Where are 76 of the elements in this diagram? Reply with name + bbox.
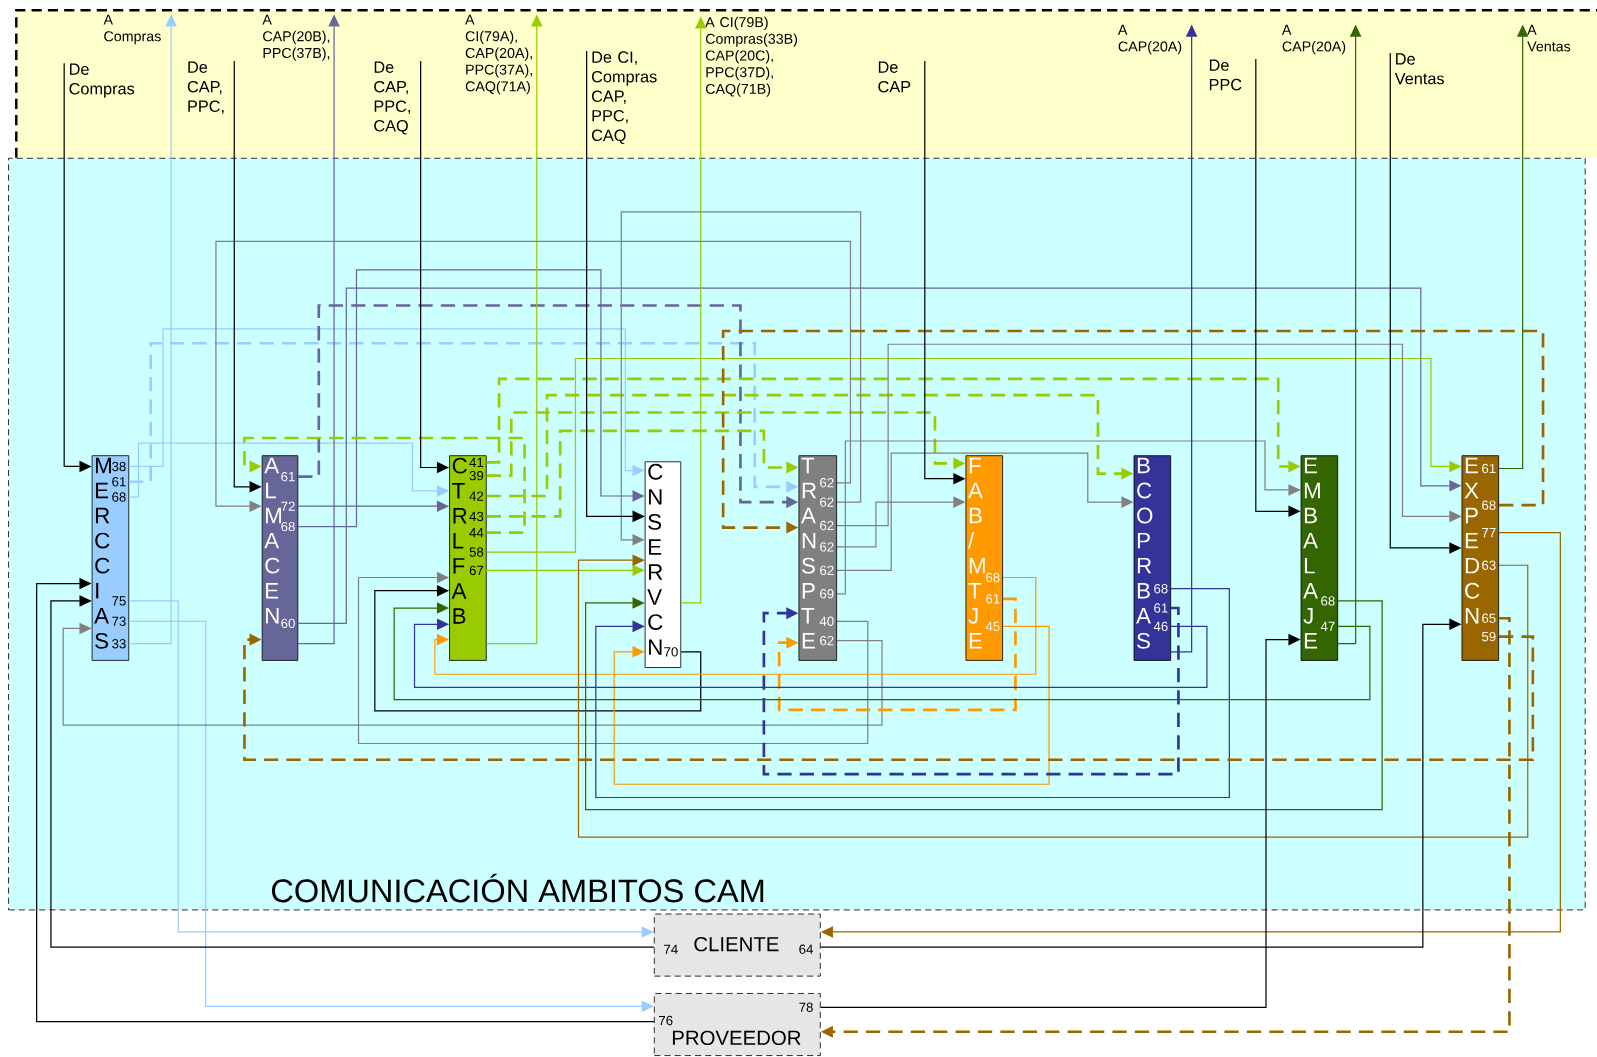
port-number: 65: [1482, 613, 1496, 623]
port-number: 61: [112, 477, 126, 487]
external-label: A Compras: [103, 14, 161, 45]
port-number: 62: [820, 520, 834, 531]
external-label: A CI(79B) Compras(33B) CAP(20C), PPC(37D), CAQ(71B): [705, 16, 798, 97]
port-number: 62: [820, 635, 834, 646]
port-number: 45: [985, 621, 1000, 631]
port-number: 60: [281, 618, 295, 628]
port-number: 62: [820, 478, 834, 488]
port-number: 43: [469, 511, 484, 521]
external-label: De CI, Compras CAP, PPC, CAQ: [592, 51, 657, 144]
port-number: 62: [820, 497, 834, 507]
port-number: 76: [659, 1015, 673, 1026]
connector-arrow: [762, 606, 1180, 776]
connector-arrow: [243, 633, 1535, 762]
connector-arrow: [413, 618, 1208, 688]
connector-arrow: [434, 576, 1037, 675]
port-number: 62: [820, 565, 834, 575]
port-number: 62: [820, 542, 834, 552]
external-label: A CAP(20A): [1281, 24, 1346, 55]
connector-arrow: [215, 240, 852, 512]
external-label: A CAP(20A): [1117, 24, 1182, 55]
port-number: 41: [469, 457, 484, 467]
port-number: 68: [986, 572, 1000, 583]
port-number: 68: [1321, 596, 1335, 606]
connector-arrow: [577, 554, 1529, 838]
external-label: De CAP, PPC, CAQ: [374, 61, 410, 135]
port-number: 47: [1320, 621, 1335, 631]
connector-arrow: [243, 436, 526, 534]
port-number: 61: [1154, 603, 1168, 613]
connector-arrow: [595, 588, 1230, 798]
port-number: 38: [112, 461, 126, 472]
connector-arrow: [585, 597, 1383, 811]
port-number: 46: [1153, 621, 1168, 631]
external-label: A CI(79A), CAP(20A), PPC(37A), CAQ(71A): [465, 14, 532, 95]
external-label: De CAP, PPC,: [187, 61, 224, 114]
port-number: 68: [281, 521, 295, 532]
port-number: 77: [1482, 528, 1496, 538]
port-number: 61: [986, 594, 1000, 604]
port-number: 63: [1482, 560, 1496, 570]
connector-arrow: [36, 577, 655, 1023]
port-number: 58: [469, 547, 484, 557]
port-number: 69: [820, 589, 834, 599]
port-number: 78: [799, 1002, 813, 1012]
port-number: 61: [1482, 463, 1496, 474]
port-number: 68: [1482, 500, 1496, 510]
port-number: 40: [819, 616, 834, 626]
external-label: De PPC: [1209, 59, 1242, 91]
port-number: 64: [799, 944, 813, 954]
connector-arrow: [393, 602, 1371, 701]
port-number: 33: [112, 638, 126, 649]
connector-arrow: [62, 622, 883, 726]
connector-arrow: [620, 211, 862, 546]
port-number: 73: [112, 616, 126, 626]
port-number: 70: [664, 647, 678, 657]
port-number: 75: [112, 596, 126, 606]
port-number: 59: [1482, 631, 1496, 642]
connector-arrow: [374, 584, 702, 712]
port-number: 68: [1154, 583, 1168, 594]
external-label: A Ventas: [1527, 24, 1571, 52]
connector-arrow: [777, 597, 1017, 712]
external-label: De Ventas: [1394, 53, 1444, 85]
connector-arrow: [357, 571, 869, 744]
external-label: De CAP: [878, 61, 911, 93]
port-number: 67: [469, 565, 484, 575]
port-number: 44: [469, 528, 484, 538]
external-label: De Compras: [69, 63, 135, 98]
external-label: A CAP(20B), PPC(37B),: [262, 14, 330, 61]
port-number: 68: [112, 492, 126, 502]
port-number: 39: [469, 470, 484, 481]
connector-arrow: [50, 595, 655, 948]
port-number: 42: [469, 491, 484, 501]
connector-arrow: [613, 625, 1050, 785]
port-number: 74: [664, 944, 678, 954]
port-number: 61: [281, 471, 295, 482]
port-number: 72: [281, 501, 295, 511]
